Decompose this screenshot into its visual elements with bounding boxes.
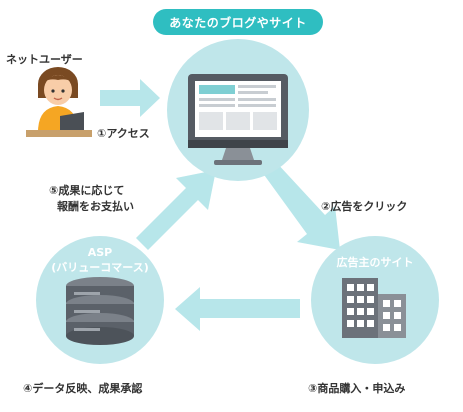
arrow-asp-to-site: [136, 170, 216, 250]
office-building-icon: [342, 278, 406, 338]
step5-label-line1: ⑤成果に応じて: [49, 184, 125, 197]
step1-label: ①アクセス: [97, 127, 150, 140]
arrow-site-to-advertiser: [262, 161, 340, 250]
advertiser-label: 広告主のサイト: [336, 256, 414, 269]
monitor-icon: [188, 74, 288, 165]
step4-label: ④データ反映、成果承認: [23, 382, 143, 395]
page-title: あなたのブログやサイト: [153, 9, 323, 35]
arrow-user-to-site: [100, 79, 160, 117]
person-at-laptop-icon: [26, 67, 92, 137]
step5-label-line2: 報酬をお支払い: [57, 200, 134, 213]
arrow-advertiser-to-asp: [175, 287, 300, 331]
server-database-icon: [66, 277, 134, 345]
user-label: ネットユーザー: [6, 53, 83, 66]
step3-label: ③商品購入・申込み: [308, 382, 406, 395]
step2-label: ②広告をクリック: [321, 200, 408, 213]
asp-label-line2: (バリューコマース): [51, 261, 149, 274]
asp-label-line1: ASP: [87, 246, 113, 259]
